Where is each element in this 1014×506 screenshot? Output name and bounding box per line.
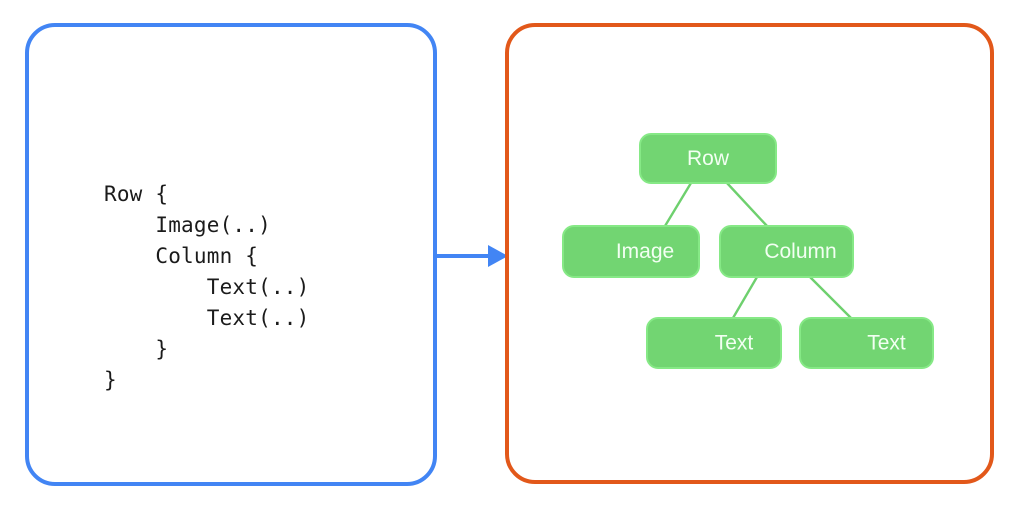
tree-node-box [799, 317, 934, 369]
tree-node-box [639, 133, 777, 184]
tree-node-column[interactable]: Column [719, 225, 854, 278]
transform-arrow [433, 231, 508, 281]
arrow-shaft-and-head [433, 231, 508, 281]
tree-node-box [646, 317, 782, 369]
tree-node-row[interactable]: Row [639, 133, 777, 184]
tree-node-box [719, 225, 854, 278]
tree-node-box [562, 225, 700, 278]
tree-node-label: Image [616, 240, 674, 263]
tree-node-image[interactable]: Image [562, 225, 700, 278]
tree-node-label: Row [687, 147, 730, 170]
tree-edge-column-to-text2 [808, 275, 853, 320]
tree-edge-column-to-text1 [731, 275, 759, 320]
tree-node-label: Column [764, 240, 836, 263]
tree-node-text2[interactable]: Text [799, 317, 934, 369]
compose-code-snippet: Row { Image(..) Column { Text(..) Text(.… [104, 182, 310, 392]
tree-edge-group [663, 181, 853, 320]
tree-node-label: Text [715, 332, 754, 355]
arrow-head-icon [488, 245, 508, 267]
tree-edge-row-to-column [725, 181, 769, 228]
tree-node-text1[interactable]: Text [646, 317, 782, 369]
tree-node-label: Text [867, 332, 906, 355]
tree-edge-row-to-image [663, 181, 693, 228]
code-panel: Row { Image(..) Column { Text(..) Text(.… [25, 23, 437, 486]
